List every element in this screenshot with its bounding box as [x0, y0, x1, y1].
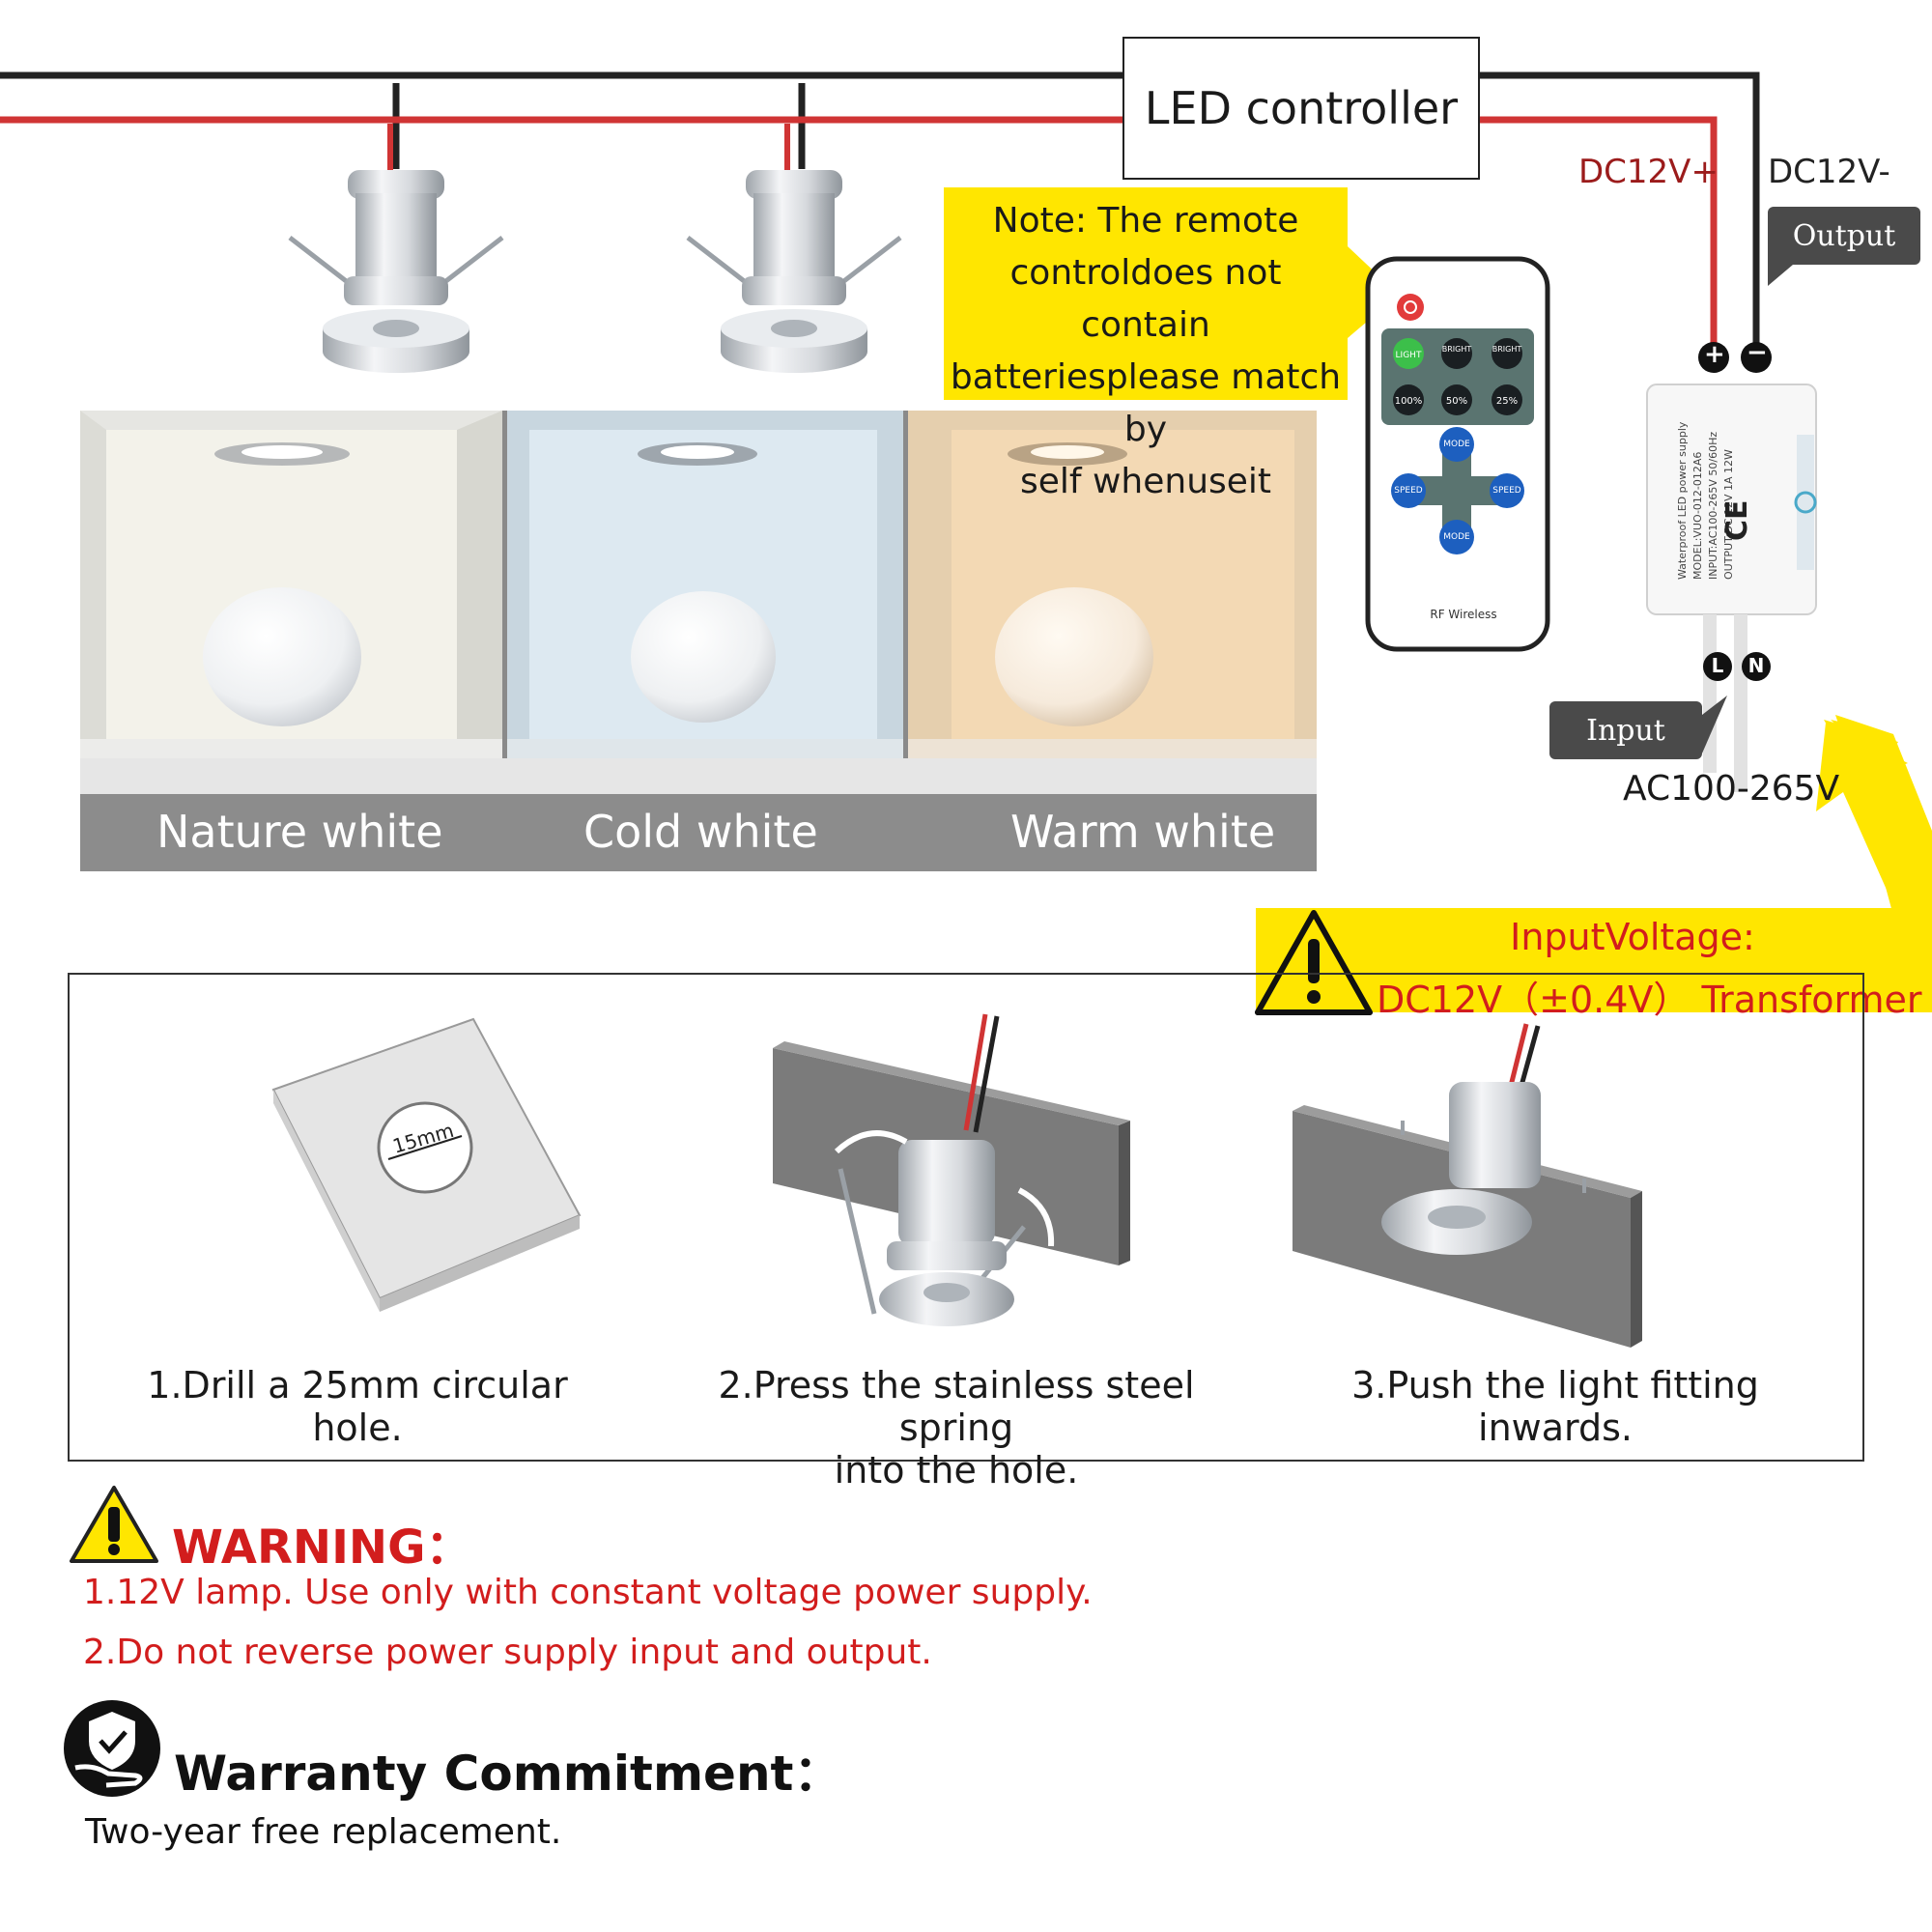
input-voltage-value: DC12V（±0.4V） Transformer — [1377, 979, 1922, 1021]
input-voltage-title: InputVoltage: — [1510, 916, 1755, 958]
terminal-n: N — [1747, 654, 1765, 677]
press-spring-icon — [773, 1013, 1130, 1326]
push-fitting-icon — [1293, 1023, 1642, 1348]
note-line: self whenuseit — [1019, 462, 1272, 501]
warranty-title: Warranty Commitment： — [174, 1746, 842, 1802]
output-tag: Output — [1768, 207, 1920, 265]
warm-white-label: Warm white — [1010, 806, 1276, 858]
step-2-line: into the hole. — [834, 1449, 1079, 1492]
step-2-line: 2.Press the stainless steel spring — [718, 1364, 1195, 1449]
svg-text:SPEED: SPEED — [1394, 486, 1423, 496]
svg-text:50%: 50% — [1446, 396, 1467, 407]
led-controller-box: LED controller — [1122, 37, 1480, 180]
note-line: batteriesplease match by — [950, 357, 1342, 449]
terminal-plus: + — [1704, 340, 1725, 369]
svg-text:OUTPUT:DC 12V 1A 12W: OUTPUT:DC 12V 1A 12W — [1722, 449, 1735, 580]
red-wire — [0, 116, 1718, 357]
terminal-minus: − — [1747, 338, 1768, 367]
step-2-caption: 2.Press the stainless steel spring into … — [667, 1364, 1246, 1492]
warranty-text: Two-year free replacement. — [85, 1812, 562, 1852]
svg-text:RF Wireless: RF Wireless — [1430, 608, 1496, 621]
color-temp-label-bar — [80, 794, 1317, 871]
warning-line-1: 1.12V lamp. Use only with constant volta… — [83, 1573, 1093, 1612]
nature-white-label: Nature white — [156, 806, 443, 858]
svg-text:CE: CE — [1720, 499, 1754, 541]
input-tag: Input — [1549, 701, 1702, 759]
note-line: controldoes not contain — [1009, 253, 1282, 345]
remote-control-icon: LIGHT BRIGHT BRIGHT 100% 50% 25% MODE SP… — [1365, 256, 1550, 652]
remote-note: Note: The remote controldoes not contain… — [944, 187, 1348, 501]
warning-line-2: 2.Do not reverse power supply input and … — [83, 1633, 932, 1672]
drilled-plate-icon: 15mm — [271, 1017, 582, 1312]
cold-white-label: Cold white — [583, 806, 818, 858]
step-3-caption: 3.Push the light fitting inwards. — [1351, 1364, 1759, 1449]
svg-text:BRIGHT: BRIGHT — [1442, 345, 1472, 354]
svg-text:Waterproof LED power supply: Waterproof LED power supply — [1676, 421, 1689, 580]
svg-text:INPUT:AC100-265V 50/60Hz: INPUT:AC100-265V 50/60Hz — [1707, 432, 1719, 580]
installation-steps-box — [68, 973, 1864, 1462]
dc-plus-label: DC12V+ — [1578, 153, 1719, 191]
led-controller-label: LED controller — [1144, 82, 1459, 134]
led-fixture-icon — [686, 170, 902, 373]
svg-text:MODEL:VUO-012-012A6: MODEL:VUO-012-012A6 — [1691, 452, 1704, 580]
svg-text:BRIGHT: BRIGHT — [1492, 345, 1522, 354]
warranty-shield-icon — [64, 1700, 160, 1797]
svg-text:MODE: MODE — [1443, 532, 1470, 542]
svg-text:100%: 100% — [1395, 396, 1423, 407]
power-supply-icon: Waterproof LED power supply MODEL:VUO-01… — [1646, 342, 1817, 792]
warning-title: WARNING： — [172, 1520, 472, 1575]
dc-minus-label: DC12V- — [1768, 153, 1890, 191]
note-line: Note: The remote — [992, 201, 1299, 241]
svg-text:25%: 25% — [1496, 396, 1518, 407]
led-fixture-icon — [288, 170, 504, 373]
svg-text:MODE: MODE — [1443, 440, 1470, 449]
svg-text:SPEED: SPEED — [1492, 486, 1521, 496]
color-temperature-panels — [80, 411, 1317, 797]
black-wire — [0, 71, 1760, 357]
warning-icon — [70, 1486, 158, 1563]
terminal-l: L — [1711, 654, 1724, 677]
ac-voltage-label: AC100-265V — [1623, 769, 1840, 809]
svg-text:LIGHT: LIGHT — [1396, 351, 1422, 360]
step-1-caption: 1.Drill a 25mm circular hole. — [147, 1364, 568, 1449]
